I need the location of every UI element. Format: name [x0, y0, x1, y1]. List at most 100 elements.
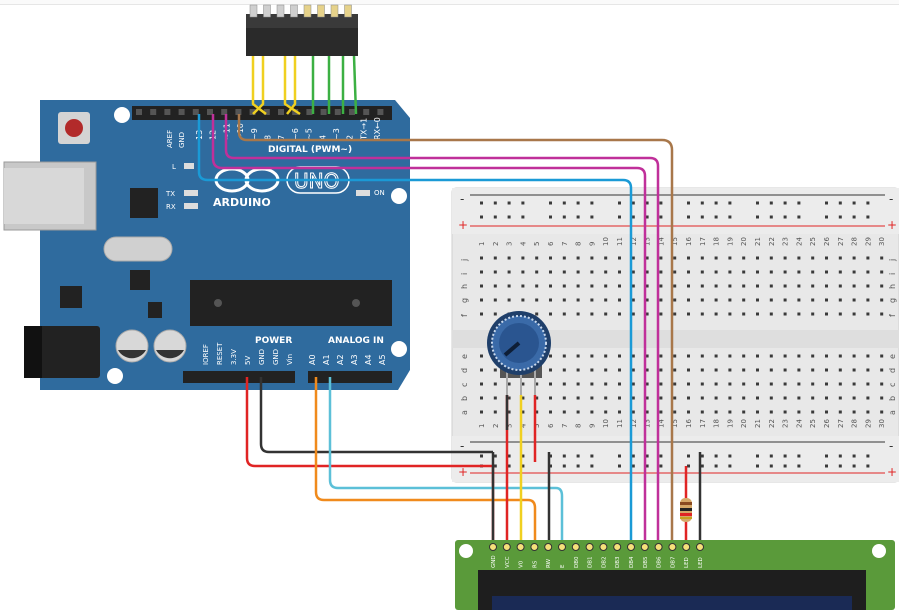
lcd-pin-label: DB1 — [588, 556, 594, 568]
breadboard-column-label: 23 — [782, 237, 790, 246]
breadboard-row-label: c — [888, 383, 897, 387]
lcd-pin-label: E — [560, 564, 566, 568]
breadboard-column-label: 9 — [588, 242, 596, 246]
breadboard-column-label: 24 — [795, 419, 803, 428]
label-aref: AREF — [166, 130, 174, 148]
breadboard-column-label: 2 — [492, 424, 500, 428]
digital-pin-label: RX←0 — [373, 117, 382, 140]
breadboard-column-label: 30 — [878, 237, 886, 246]
analog-pin-label: A5 — [378, 354, 387, 365]
breadboard-column-label: 5 — [533, 242, 541, 246]
breadboard-row-label: i — [888, 273, 897, 275]
breadboard-column-label: 8 — [575, 242, 583, 246]
breadboard-column-label: 20 — [740, 419, 748, 428]
breadboard-column-label: 5 — [533, 424, 541, 428]
breadboard-column-label: 4 — [519, 241, 527, 246]
breadboard-row-label: f — [888, 314, 897, 317]
breadboard-column-label: 14 — [657, 237, 665, 246]
breadboard-row-label: j — [888, 259, 897, 262]
resistor[interactable] — [680, 498, 692, 522]
lcd-pin-label: LED — [698, 557, 704, 568]
rail-plus-label-bottom-right: + — [887, 465, 897, 479]
power-header[interactable] — [183, 371, 295, 383]
breadboard-column-label: 20 — [740, 237, 748, 246]
breadboard-column-label: 21 — [754, 237, 762, 246]
arduino-uno-board[interactable]: UNO ARDUINO DIGITAL (PWM~) L TX RX ON AR… — [3, 100, 410, 390]
breadboard-column-label: 29 — [864, 419, 872, 428]
breadboard-labels: 1122334455667788991010111112121313141415… — [460, 237, 897, 428]
power-pin-label: RESET — [216, 342, 224, 365]
lcd-screen — [492, 596, 852, 610]
analog-header[interactable] — [308, 371, 392, 383]
breadboard-row-label: h — [460, 284, 469, 289]
breadboard-column-label: 2 — [492, 242, 500, 246]
breadboard-row-label: e — [460, 354, 469, 359]
power-pin-label: GND — [258, 349, 266, 365]
analog-pin-label: A3 — [350, 354, 359, 365]
lcd-pin-label: RW — [546, 558, 552, 568]
breadboard-column-label: 15 — [671, 237, 679, 246]
label-l: L — [172, 163, 176, 171]
label-tx: TX — [165, 190, 175, 198]
breadboard-column-label: 12 — [630, 419, 638, 428]
breadboard-column-label: 19 — [726, 237, 734, 246]
breadboard-row-label: a — [460, 410, 469, 415]
lcd-pin-label: GND — [491, 555, 497, 568]
breadboard-row-label: f — [460, 314, 469, 317]
breadboard-column-label: 18 — [713, 237, 721, 246]
lcd-pin-label: DB3 — [615, 556, 621, 568]
lcd-pin-label: RS — [532, 560, 538, 568]
breadboard-column-label: 6 — [547, 241, 555, 246]
breadboard-column-label: 8 — [575, 424, 583, 428]
dc-power-jack — [24, 326, 100, 378]
breadboard-column-label: 13 — [644, 237, 652, 246]
lcd-pin-label: DB6 — [657, 556, 663, 568]
breadboard-column-label: 13 — [644, 419, 652, 428]
label-gnd: GND — [178, 132, 186, 148]
potentiometer[interactable] — [487, 311, 551, 395]
breadboard-row-label: j — [460, 259, 469, 262]
lcd-pin-label: DB0 — [574, 556, 580, 568]
digital-pin-label: ~5 — [305, 128, 314, 140]
breadboard-holes — [480, 201, 884, 468]
breadboard-column-label: 18 — [713, 419, 721, 428]
breadboard-column-label: 3 — [506, 424, 514, 428]
breadboard-row-label: d — [888, 368, 897, 373]
breadboard-row-label: d — [460, 368, 469, 373]
wires[interactable] — [197, 55, 702, 548]
breadboard-row-label: b — [460, 396, 469, 401]
digital-pin-label: 8 — [264, 135, 273, 140]
breadboard-column-label: 12 — [630, 237, 638, 246]
breadboard-column-label: 26 — [823, 419, 831, 428]
top-toolbar-edge — [0, 0, 899, 5]
rail-minus-label-bottom-right: - — [889, 439, 893, 453]
breadboard-column-label: 22 — [768, 237, 776, 246]
analog-header-label: ANALOG IN — [328, 336, 384, 346]
breadboard-column-label: 3 — [506, 242, 514, 246]
breadboard[interactable]: 1122334455667788991010111112121313141415… — [451, 187, 899, 483]
breadboard-column-label: 15 — [671, 419, 679, 428]
analog-pin-label: A0 — [308, 354, 317, 365]
rail-plus-label-top-right: + — [887, 218, 897, 232]
breadboard-row-label: a — [888, 410, 897, 415]
pin-header-connector[interactable] — [246, 4, 358, 56]
power-pin-label: 5V — [244, 356, 252, 365]
power-pin-label: IOREF — [202, 344, 210, 365]
breadboard-column-label: 11 — [616, 419, 624, 428]
breadboard-column-label: 27 — [837, 419, 845, 428]
lcd-pin-label: DB7 — [670, 556, 676, 568]
breadboard-column-label: 7 — [561, 242, 569, 246]
digital-pin-label: ~10 — [236, 123, 245, 140]
breadboard-column-label: 1 — [478, 242, 486, 246]
breadboard-column-label: 28 — [851, 237, 859, 246]
breadboard-column-label: 19 — [726, 419, 734, 428]
breadboard-column-label: 21 — [754, 419, 762, 428]
breadboard-column-label: 26 — [823, 237, 831, 246]
analog-pin-label: A2 — [336, 354, 345, 365]
digital-pin-label: TX→1 — [359, 118, 368, 141]
lcd-pin-label: DB2 — [601, 556, 607, 568]
